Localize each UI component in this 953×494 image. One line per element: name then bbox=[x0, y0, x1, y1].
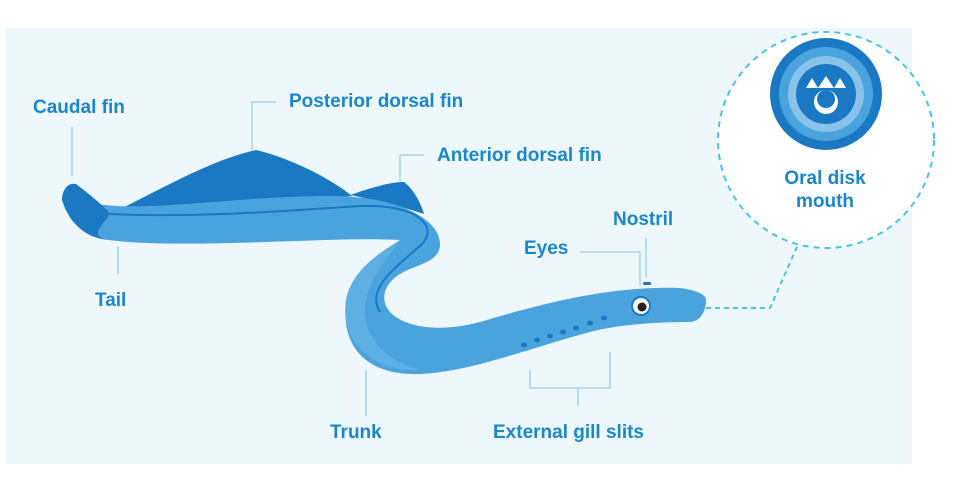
oral-disk-icon bbox=[770, 38, 882, 150]
trunk-label: Trunk bbox=[330, 422, 382, 444]
anterior-dorsal-fin-label: Anterior dorsal fin bbox=[437, 145, 602, 167]
anterior-dorsal-fin-leader bbox=[400, 155, 424, 182]
eyes-label: Eyes bbox=[524, 238, 568, 260]
oral-disk-connector bbox=[706, 240, 800, 308]
oral-disk-label-line2: mouth bbox=[735, 190, 915, 213]
oral-disk-label: Oral disk mouth bbox=[735, 167, 915, 213]
gill-slits-leader bbox=[530, 352, 610, 388]
tail-label: Tail bbox=[95, 290, 126, 312]
lamprey-body bbox=[70, 195, 706, 374]
external-gill-slits-label: External gill slits bbox=[493, 422, 644, 444]
nostril-label: Nostril bbox=[613, 209, 673, 231]
posterior-dorsal-fin-leader bbox=[252, 102, 276, 152]
nostril-icon bbox=[643, 282, 651, 285]
eye-icon bbox=[632, 297, 650, 315]
caudal-fin-label: Caudal fin bbox=[33, 97, 125, 119]
posterior-dorsal-fin-label: Posterior dorsal fin bbox=[289, 91, 463, 113]
oral-disk-label-line1: Oral disk bbox=[735, 167, 915, 190]
eyes-leader bbox=[580, 252, 640, 286]
